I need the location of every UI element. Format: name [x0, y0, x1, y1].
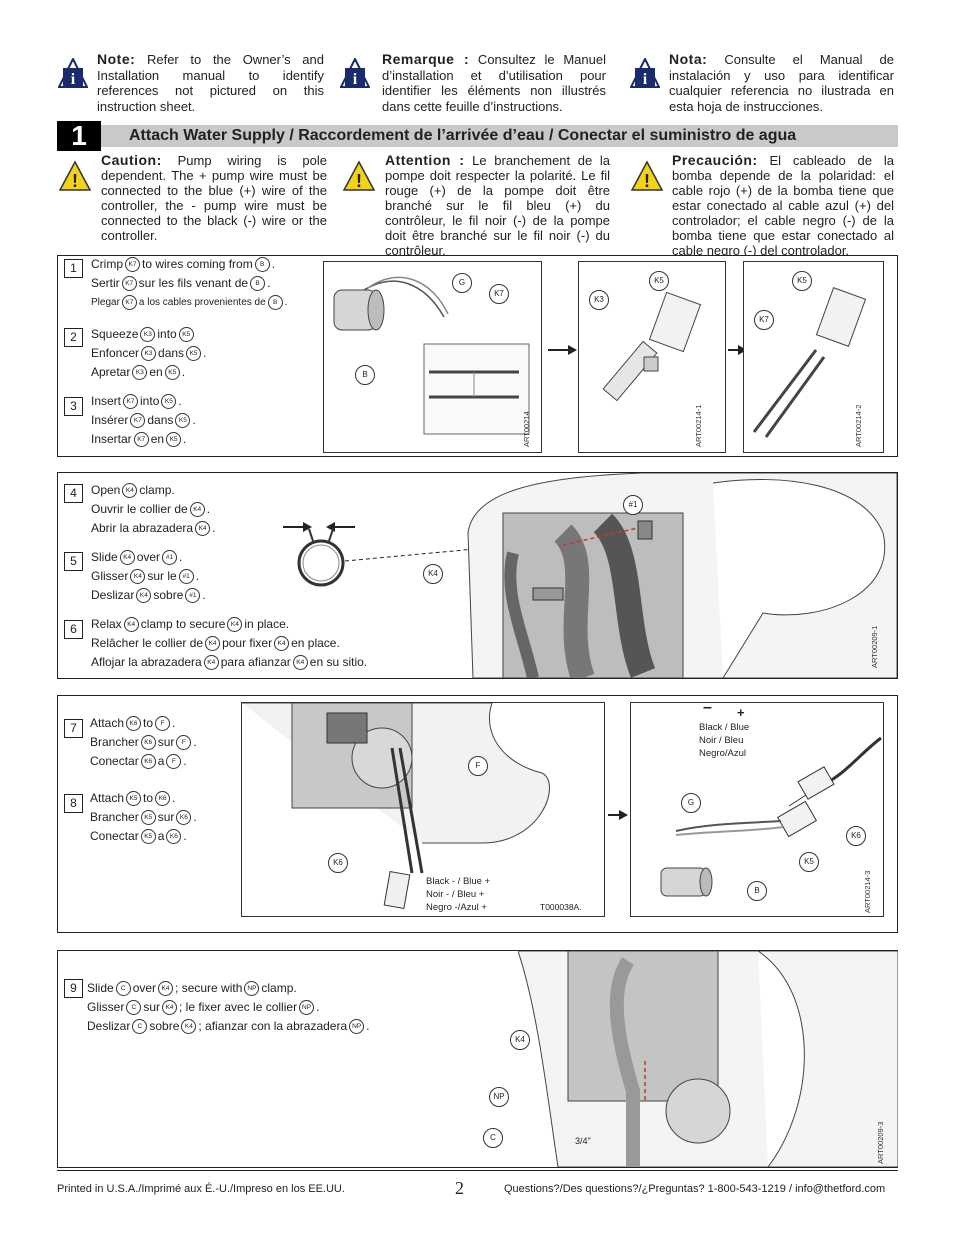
- art-id: ART00214-2: [854, 404, 863, 447]
- warning-icon: !: [342, 160, 376, 191]
- step-number-badge: 1: [57, 121, 101, 151]
- info-icon: i: [630, 58, 660, 88]
- arrow-right-icon: [548, 345, 577, 355]
- callout-b: B: [747, 881, 767, 901]
- svg-text:!: !: [72, 171, 78, 191]
- svg-text:i: i: [353, 71, 358, 88]
- callout-np: NP: [489, 1087, 509, 1107]
- arrow-right-icon: [728, 345, 747, 355]
- svg-text:i: i: [643, 71, 648, 88]
- caution-es: Precaución: El cableado de la bomba depe…: [672, 152, 894, 259]
- art-id: ART00214: [522, 411, 531, 447]
- callout-k6: K6: [846, 826, 866, 846]
- figure-connector-k7: K5 K7 ART00214-2: [743, 261, 884, 453]
- pump-illustration: [333, 276, 449, 331]
- warning-icon: !: [58, 160, 92, 191]
- caution-fr: Attention : Le branchement de la pompe d…: [385, 152, 610, 259]
- callout-k4: K4: [510, 1030, 530, 1050]
- callout-c: C: [483, 1128, 503, 1148]
- footer-divider: [57, 1170, 898, 1171]
- footer-contact: Questions?/Des questions?/¿Preguntas? 1-…: [504, 1183, 886, 1195]
- note-en: Note: Refer to the Owner’s and Installat…: [97, 51, 324, 114]
- substep-6-number: 6: [64, 620, 83, 639]
- info-icon: i: [58, 58, 88, 88]
- substep-8-number: 8: [64, 794, 83, 813]
- figure-id: T000038A.: [540, 902, 582, 912]
- minus-label: –: [703, 702, 712, 716]
- warning-icon: !: [630, 160, 664, 191]
- toilet-supply-illustration: [518, 951, 898, 1167]
- callout-1: #1: [623, 495, 643, 515]
- note-es: Nota: Consulte el Manual de instalación …: [669, 51, 894, 114]
- substep-2-number: 2: [64, 328, 83, 347]
- substep-4-number: 4: [64, 484, 83, 503]
- callout-k5: K5: [792, 271, 812, 291]
- plus-label: +: [737, 705, 745, 720]
- callout-k6: K6: [328, 853, 348, 873]
- info-icon: i: [340, 58, 370, 88]
- art-id: ART00214-3: [863, 870, 872, 913]
- callout-f: F: [468, 756, 488, 776]
- callout-k5: K5: [649, 271, 669, 291]
- hose-size: 3/4": [575, 1136, 591, 1146]
- figure-controller: F K6 Black - / Blue +Noir - / Bleu +Negr…: [241, 702, 605, 917]
- page-number: 2: [455, 1178, 464, 1198]
- wire-color-label: Black - / Blue +Noir - / Bleu +Negro -/A…: [426, 876, 491, 913]
- substep-9-number: 9: [64, 979, 83, 998]
- callout-k5: K5: [799, 852, 819, 872]
- substep-1-number: 1: [64, 259, 83, 278]
- substep-7-number: 7: [64, 719, 83, 738]
- svg-text:i: i: [71, 71, 76, 88]
- substep-3-number: 3: [64, 397, 83, 416]
- callout-k7: K7: [489, 284, 509, 304]
- arrow-right-icon: [608, 810, 628, 820]
- figure-connector-k3: K3 K5 ART00214-1: [578, 261, 726, 453]
- footer-printed: Printed in U.S.A./Imprimé aux É.-U./Impr…: [57, 1183, 345, 1195]
- callout-k4: K4: [423, 564, 443, 584]
- art-id: ART00209-3: [876, 1121, 885, 1164]
- toilet-back-illustration: [467, 473, 897, 678]
- svg-text:!: !: [356, 171, 362, 191]
- art-id: ART00209-1: [870, 625, 879, 668]
- callout-g: G: [681, 793, 701, 813]
- caution-en: Caution: Pump wiring is pole dependent. …: [101, 152, 327, 244]
- callout-b: B: [355, 365, 375, 385]
- svg-text:!: !: [644, 171, 650, 191]
- step-title: Attach Water Supply / Raccordement de l’…: [101, 125, 898, 147]
- callout-g: G: [452, 273, 472, 293]
- figure-pump-crimp: G K7 B ART00214: [323, 261, 542, 453]
- callout-k3: K3: [589, 290, 609, 310]
- art-id: ART00214-1: [694, 404, 703, 447]
- note-fr: Remarque : Consultez le Manuel d’install…: [382, 51, 606, 114]
- callout-k7: K7: [754, 310, 774, 330]
- substep-5-number: 5: [64, 552, 83, 571]
